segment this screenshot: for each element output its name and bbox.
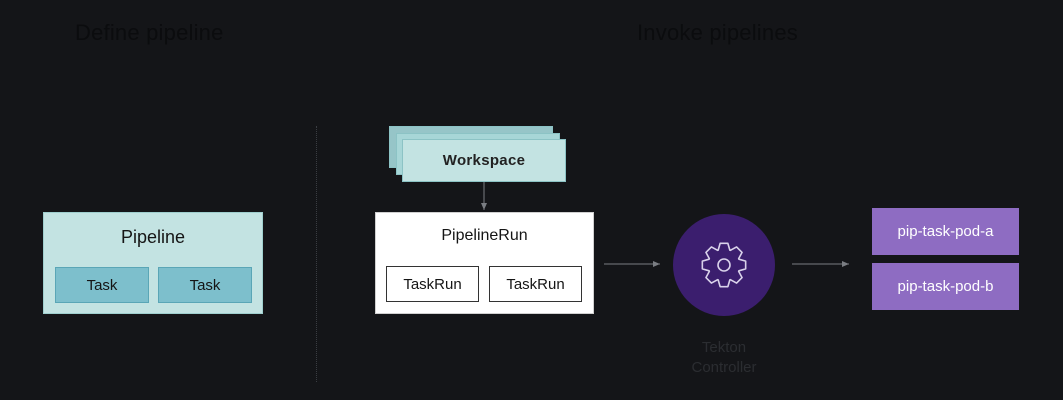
pipeline-task: Task (158, 267, 252, 303)
pipelinerun-title: PipelineRun (441, 227, 528, 244)
pipelinerun-box: PipelineRun TaskRun TaskRun (375, 212, 594, 314)
pod-box-a: pip-task-pod-a (872, 208, 1019, 255)
pipeline-task: Task (55, 267, 149, 303)
workspace-box: Workspace (402, 139, 566, 182)
section-divider (316, 126, 317, 382)
taskrun-box: TaskRun (489, 266, 582, 302)
invoke-pipelines-heading: Invoke pipelines (637, 20, 798, 45)
gear-icon (701, 242, 747, 288)
controller-label-line2: Controller (691, 359, 757, 376)
controller-label-line1: Tekton (701, 339, 747, 356)
tekton-controller-circle (673, 214, 775, 316)
pod-box-b: pip-task-pod-b (872, 263, 1019, 310)
tekton-controller-label: Tekton Controller (674, 338, 774, 378)
define-pipeline-heading: Define pipeline (75, 20, 224, 45)
pipeline-title: Pipeline (120, 227, 186, 247)
workspace-label: Workspace (442, 152, 526, 169)
pipeline-box: Pipeline Task Task (43, 212, 263, 314)
taskrun-box: TaskRun (386, 266, 479, 302)
